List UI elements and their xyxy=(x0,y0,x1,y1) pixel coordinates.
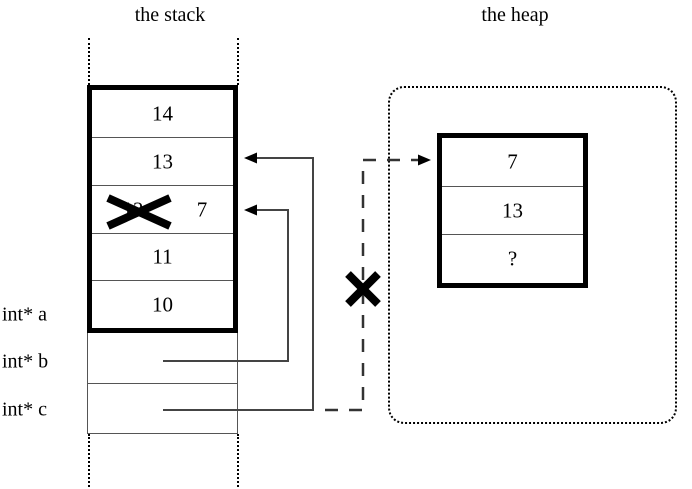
heap-cell-1-value: 13 xyxy=(502,198,523,222)
stack-local-cell-c xyxy=(88,384,237,433)
stack-cell-2: 12 7 xyxy=(92,186,233,234)
stack-local-cell-b xyxy=(88,333,237,384)
stack-frame-box: 14 13 12 7 11 10 xyxy=(87,85,238,333)
stack-guide-top-left xyxy=(88,38,90,85)
heap-cell-0-value: 7 xyxy=(507,149,518,174)
stack-cell-2-old-value: 12 xyxy=(122,197,144,221)
stack-locals-box xyxy=(87,333,238,434)
stack-guide-bottom-right xyxy=(237,434,239,487)
stack-cell-4-value: 10 xyxy=(152,292,173,316)
stack-guide-bottom-left xyxy=(88,434,90,487)
broken-pointer-x-icon xyxy=(345,271,381,307)
heap-title: the heap xyxy=(481,4,549,26)
heap-block-box: 7 13 ? xyxy=(437,133,588,288)
var-label-c: int* c xyxy=(2,398,47,421)
var-label-a: int* a xyxy=(2,303,47,326)
heap-cell-1: 13 xyxy=(442,187,583,235)
stack-cell-0-value: 14 xyxy=(152,101,173,125)
heap-cell-2-value: ? xyxy=(507,246,518,271)
stack-cell-1-value: 13 xyxy=(152,149,173,173)
stack-cell-3: 11 xyxy=(92,234,233,281)
stack-title: the stack xyxy=(134,4,206,26)
stack-cell-2-new-value: 7 xyxy=(196,197,208,221)
stack-cell-1: 13 xyxy=(92,138,233,186)
heap-cell-0: 7 xyxy=(442,138,583,187)
var-label-b: int* b xyxy=(2,350,49,373)
stack-cell-4: 10 xyxy=(92,281,233,328)
stack-cell-0: 14 xyxy=(92,90,233,138)
heap-cell-2: ? xyxy=(442,235,583,283)
stack-guide-top-right xyxy=(237,38,239,85)
stack-cell-3-value: 11 xyxy=(152,244,173,269)
